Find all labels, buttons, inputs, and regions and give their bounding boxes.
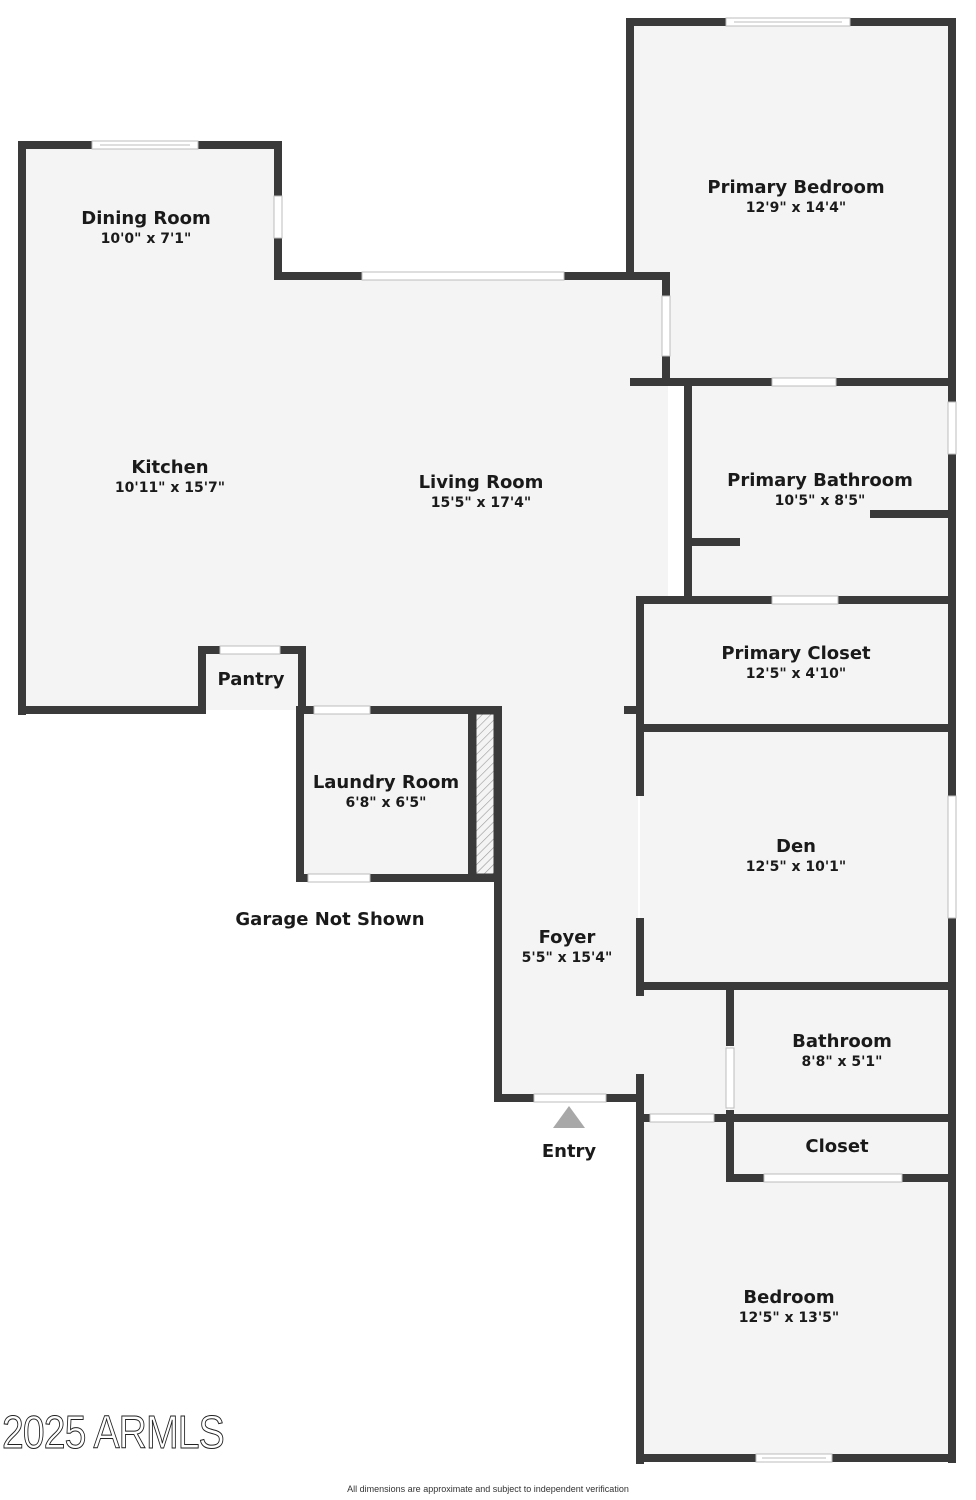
room-dimensions: 8'8" x 5'1" (801, 1054, 883, 1070)
entry-label-text: Entry (541, 1141, 597, 1162)
room-name: Pantry (217, 669, 285, 690)
room-dimensions: 12'5" x 10'1" (745, 859, 847, 875)
room-label-primary-bathroom: Primary Bathroom 10'5" x 8'5" (727, 470, 913, 510)
room-dimensions: 12'5" x 13'5" (738, 1310, 840, 1326)
floor-fills (22, 22, 952, 1458)
room-name: Dining Room (81, 208, 211, 229)
room-name: Den (776, 836, 816, 857)
room-label-primary-bedroom: Primary Bedroom 12'9" x 14'4" (707, 177, 884, 217)
room-label-bathroom: Bathroom 8'8" x 5'1" (792, 1031, 892, 1071)
room-name: Foyer (538, 927, 596, 948)
room-name: Bathroom (792, 1031, 892, 1052)
room-dimensions: 10'5" x 8'5" (774, 493, 866, 509)
room-label-laundry-room: Laundry Room 6'8" x 6'5" (313, 772, 459, 812)
room-name: Kitchen (131, 457, 209, 478)
disclaimer: All dimensions are approximate and subje… (347, 1484, 629, 1494)
room-label-closet: Closet (805, 1136, 868, 1158)
room-label-foyer: Foyer 5'5" x 15'4" (522, 927, 613, 967)
room-label-den: Den 12'5" x 10'1" (746, 836, 846, 876)
room-name: Primary Bedroom (707, 177, 885, 198)
room-dimensions: 12'9" x 14'4" (745, 200, 847, 216)
garage-note: Garage Not Shown (235, 909, 424, 931)
entry-arrow-icon (553, 1106, 585, 1128)
room-name: Primary Bathroom (727, 470, 913, 491)
room-label-dining-room: Dining Room 10'0" x 7'1" (81, 208, 210, 248)
room-name: Bedroom (743, 1287, 835, 1308)
room-dimensions: 5'5" x 15'4" (521, 950, 613, 966)
room-label-living-room: Living Room 15'5" x 17'4" (419, 472, 544, 512)
windows-and-doors (91, 17, 957, 1463)
room-dimensions: 12'5" x 4'10" (745, 666, 847, 682)
room-dimensions: 10'11" x 15'7" (114, 480, 226, 496)
room-label-primary-closet: Primary Closet 12'5" x 4'10" (721, 643, 870, 683)
room-label-pantry: Pantry (218, 669, 285, 691)
room-name: Closet (805, 1136, 869, 1157)
entry-label: Entry (542, 1141, 596, 1163)
room-dimensions: 6'8" x 6'5" (345, 795, 427, 811)
hatched-wall (475, 713, 495, 875)
room-name: Living Room (418, 472, 544, 493)
room-dimensions: 10'0" x 7'1" (100, 231, 192, 247)
room-label-bedroom: Bedroom 12'5" x 13'5" (739, 1287, 839, 1327)
room-name: Primary Closet (721, 643, 871, 664)
watermark: 2025 ARMLS (2, 1406, 226, 1459)
room-label-kitchen: Kitchen 10'11" x 15'7" (115, 457, 225, 497)
room-dimensions: 15'5" x 17'4" (430, 495, 532, 511)
room-name: Laundry Room (312, 772, 460, 793)
garage-note-text: Garage Not Shown (235, 909, 425, 930)
